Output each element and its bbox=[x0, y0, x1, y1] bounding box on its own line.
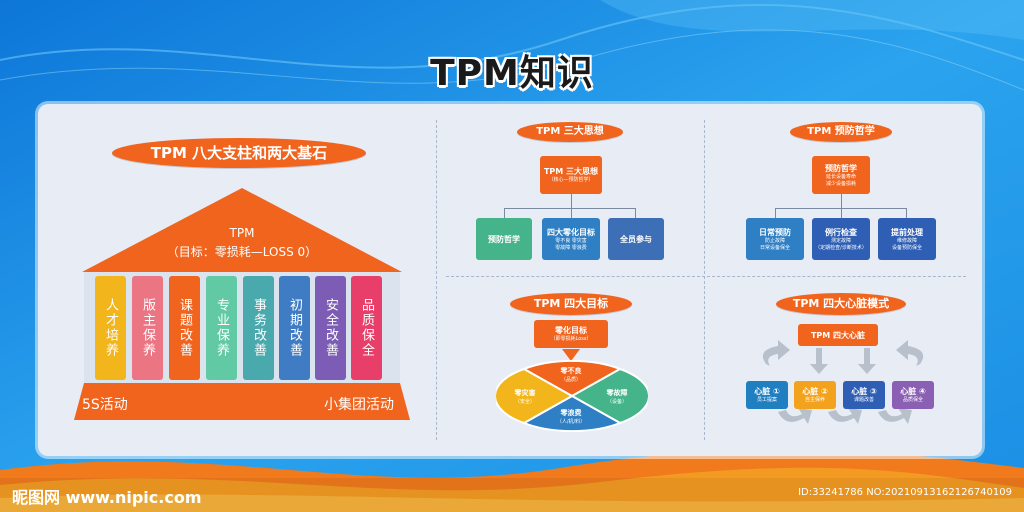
connector bbox=[571, 208, 572, 218]
prevention-header: TPM 预防哲学 bbox=[790, 122, 892, 142]
prevention-inspection-sub2: （定期检查/诊断技术） bbox=[815, 244, 867, 251]
three-ideas-root-title: TPM 三大思想 bbox=[543, 167, 599, 176]
quadrant-zero-waste-title: 零浪费 bbox=[560, 409, 582, 417]
quadrant-zero-accident-sub: （安全） bbox=[514, 399, 535, 405]
idea-participation: 全员参与 bbox=[608, 218, 664, 260]
heart-2-title: 心脏 ② bbox=[802, 387, 828, 396]
heart-3: 心脏 ③ 课题改善 bbox=[843, 381, 885, 409]
three-ideas-root-sub: （核心—预防哲学） bbox=[548, 177, 594, 183]
pillar-talent: 人才培养 bbox=[95, 276, 126, 380]
prevention-advance-sub1: 维修故障 bbox=[896, 237, 917, 244]
connector bbox=[635, 208, 636, 218]
quadrant-zero-waste-sub: （人/机/料） bbox=[556, 419, 586, 425]
heart-2-sub: 自主保养 bbox=[804, 397, 825, 403]
quadrant-zero-defect: 零不良 （品质） bbox=[546, 366, 596, 383]
prevention-daily-sub2: 日常设备保全 bbox=[759, 244, 790, 251]
divider-vertical-right bbox=[704, 120, 705, 440]
prevention-inspection-sub1: 测定故障 bbox=[830, 237, 851, 244]
watermark-bar bbox=[0, 478, 1024, 512]
four-goals-header: TPM 四大目标 bbox=[510, 293, 632, 315]
heart-4-sub: 品质保全 bbox=[902, 397, 923, 403]
pillar-office: 事务改善 bbox=[243, 276, 274, 380]
quadrant-zero-accident-title: 零灾害 bbox=[514, 389, 536, 397]
connector bbox=[571, 194, 572, 208]
page-title: TPM知识 bbox=[430, 53, 594, 94]
prevention-daily-label: 日常预防 bbox=[759, 227, 791, 237]
idea-participation-label: 全员参与 bbox=[620, 234, 652, 244]
prevention-inspection-label: 例行检查 bbox=[825, 227, 857, 237]
arrow-down-icon bbox=[562, 349, 580, 361]
heart-3-sub: 课题改善 bbox=[853, 397, 874, 403]
hearts-root: TPM 四大心脏 bbox=[798, 324, 878, 346]
heart-1-title: 心脏 ① bbox=[754, 387, 780, 396]
quadrant-zero-accident: 零灾害 （安全） bbox=[500, 388, 550, 405]
pillar-autonomous: 版主保养 bbox=[132, 276, 163, 380]
quadrant-zero-failure-sub: （设备） bbox=[606, 399, 627, 405]
heart-2: 心脏 ② 自主保养 bbox=[794, 381, 836, 409]
watermark-left: 昵图网 www.nipic.com bbox=[12, 488, 202, 507]
pillar-focused: 课题改善 bbox=[169, 276, 200, 380]
pillars-header: TPM 八大支柱和两大基石 bbox=[112, 138, 366, 168]
prevention-inspection: 例行检查 测定故障 （定期检查/诊断技术） bbox=[812, 218, 870, 260]
connector bbox=[504, 208, 505, 218]
base-right-label: 小集团活动 bbox=[324, 397, 394, 413]
idea-zero-goals-sub2: 零故障 零浪费 bbox=[555, 244, 587, 251]
prevention-advance: 提前处理 维修故障 设备预防保全 bbox=[878, 218, 936, 260]
heart-3-title: 心脏 ③ bbox=[851, 387, 877, 396]
quadrant-zero-failure-title: 零故障 bbox=[606, 389, 628, 397]
prevention-root: 预防哲学 延长设备寿命 减少设备损耗 bbox=[812, 156, 870, 194]
three-ideas-header: TPM 三大思想 bbox=[517, 122, 623, 142]
connector bbox=[841, 208, 842, 218]
connector bbox=[775, 208, 776, 218]
prevention-advance-sub2: 设备预防保全 bbox=[891, 244, 922, 251]
connector bbox=[504, 208, 636, 209]
idea-prevention-label: 预防哲学 bbox=[488, 234, 520, 244]
idea-prevention: 预防哲学 bbox=[476, 218, 532, 260]
heart-4: 心脏 ④ 品质保全 bbox=[892, 381, 934, 409]
heart-1: 心脏 ① 员工提案 bbox=[746, 381, 788, 409]
idea-zero-goals-label: 四大零化目标 bbox=[547, 227, 595, 237]
goals-quadrant-diagram bbox=[496, 360, 648, 432]
prevention-advance-label: 提前处理 bbox=[891, 227, 923, 237]
idea-zero-goals: 四大零化目标 零不良 零灾害 零故障 零浪费 bbox=[542, 218, 600, 260]
quadrant-zero-defect-sub: （品质） bbox=[560, 377, 581, 383]
hearts-root-title: TPM 四大心脏 bbox=[810, 330, 866, 340]
prevention-root-title: 预防哲学 bbox=[825, 163, 857, 173]
pillar-planned: 专业保养 bbox=[206, 276, 237, 380]
three-ideas-root: TPM 三大思想 （核心—预防哲学） bbox=[540, 156, 602, 194]
watermark-right: ID:33241786 NO:20210913162126740109 bbox=[798, 487, 1012, 498]
prevention-daily: 日常预防 防止故障 日常设备保全 bbox=[746, 218, 804, 260]
prevention-root-sub1: 延长设备寿命 bbox=[825, 173, 856, 180]
base-left-label: 5S活动 bbox=[82, 397, 128, 413]
heart-4-title: 心脏 ④ bbox=[900, 387, 926, 396]
idea-zero-goals-sub1: 零不良 零灾害 bbox=[555, 237, 587, 244]
roof-title: TPM bbox=[229, 226, 255, 240]
quadrant-zero-waste: 零浪费 （人/机/料） bbox=[546, 408, 596, 425]
zero-goal-root: 零化目标 （即零损耗Loss） bbox=[534, 320, 608, 348]
connector bbox=[906, 208, 907, 218]
house-roof bbox=[82, 188, 402, 272]
connector bbox=[841, 194, 842, 208]
pillar-safety: 安全改善 bbox=[315, 276, 346, 380]
prevention-root-sub2: 减少设备损耗 bbox=[825, 180, 856, 187]
pillar-initial: 初期改善 bbox=[279, 276, 310, 380]
quadrant-zero-defect-title: 零不良 bbox=[560, 367, 582, 375]
house-base bbox=[74, 383, 410, 420]
zero-goal-root-title: 零化目标 bbox=[555, 326, 587, 335]
zero-goal-root-sub: （即零损耗Loss） bbox=[550, 336, 592, 342]
quadrant-zero-failure: 零故障 （设备） bbox=[592, 388, 642, 405]
four-hearts-header: TPM 四大心脏模式 bbox=[776, 293, 906, 315]
heart-1-sub: 员工提案 bbox=[756, 397, 777, 403]
cycle-arrows-icon bbox=[762, 340, 924, 424]
divider-vertical-left bbox=[436, 120, 437, 440]
divider-horizontal bbox=[446, 276, 966, 277]
prevention-daily-sub1: 防止故障 bbox=[764, 237, 785, 244]
pillar-quality: 品质保全 bbox=[351, 276, 382, 380]
roof-subtitle: （目标：零损耗—LOSS 0） bbox=[166, 245, 318, 259]
